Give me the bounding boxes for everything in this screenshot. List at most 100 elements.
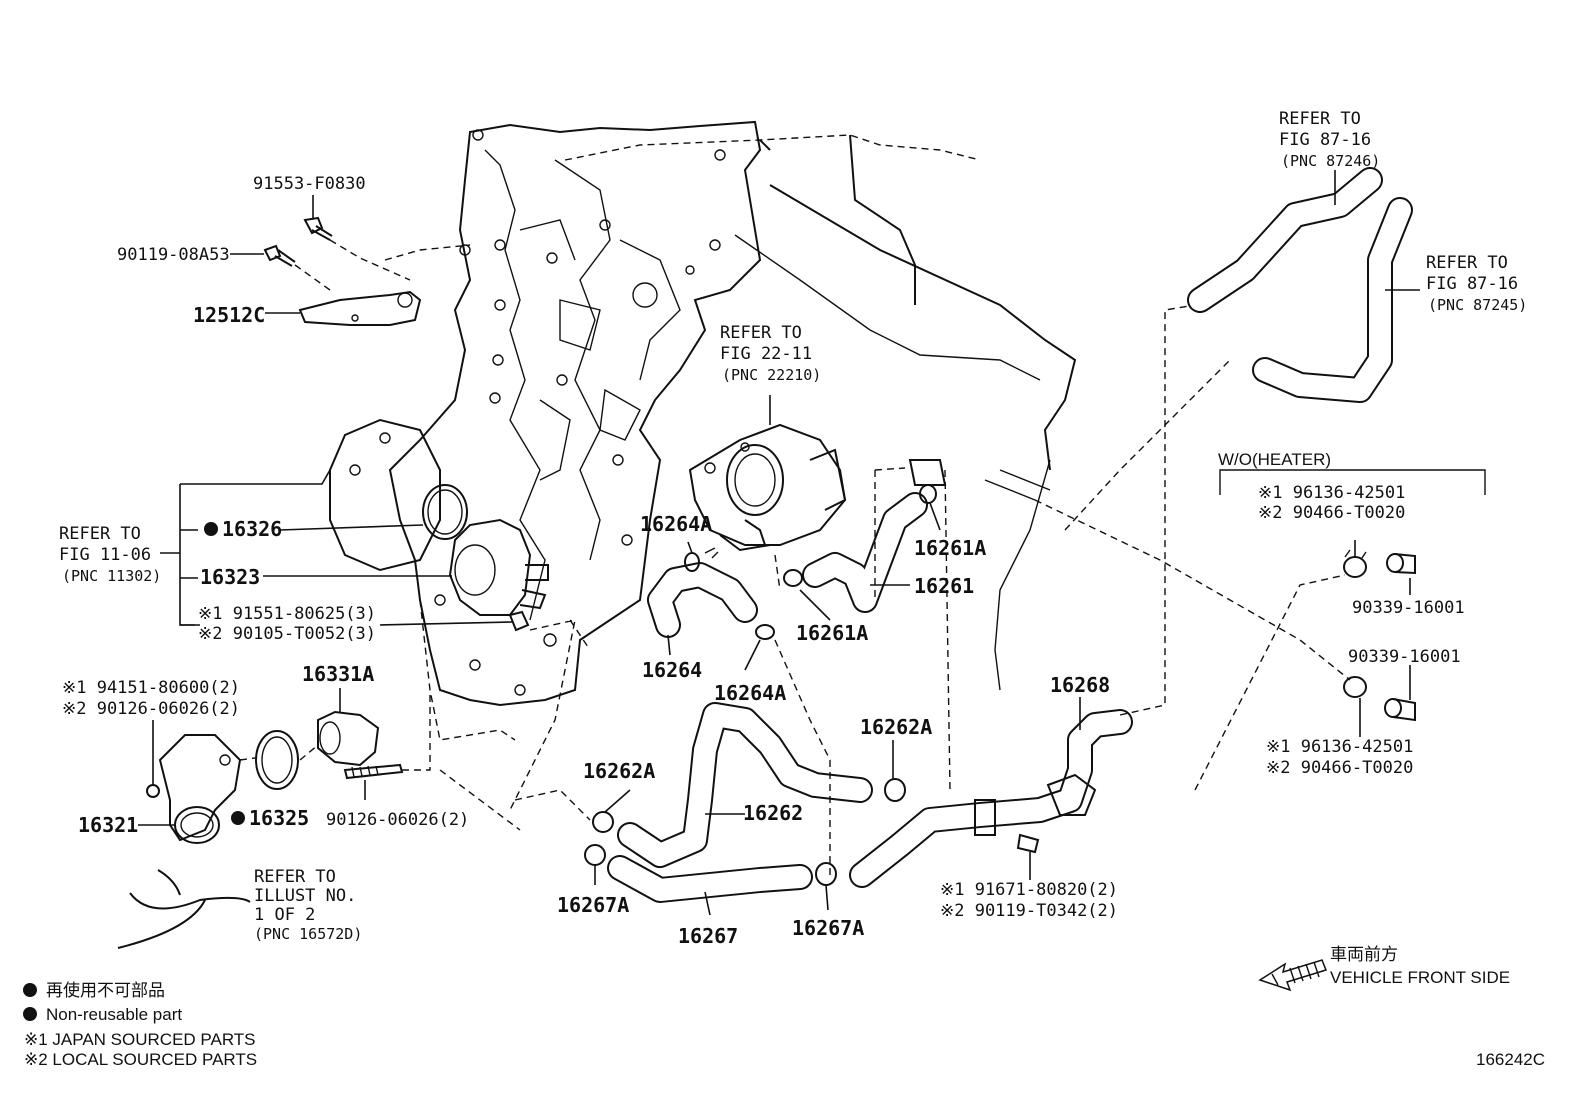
label-90339-top: 90339-16001 xyxy=(1352,598,1465,618)
label-16264: 16264 xyxy=(642,658,702,682)
label-90466-top: ※2 90466-T0020 xyxy=(1258,503,1405,523)
nonreusable-bullet-icon xyxy=(231,811,245,825)
legend-nonreusable-jp: 再使用不可部品 xyxy=(46,980,165,1000)
label-16267: 16267 xyxy=(678,924,738,948)
clamp-16264a-bot xyxy=(755,624,775,640)
ref-fig87b-line1: REFER TO xyxy=(1426,253,1508,273)
label-16261a-mid: 16261A xyxy=(796,621,868,645)
front-label-jp: 車両前方 xyxy=(1330,945,1398,964)
label-90119b: ※2 90119-T0342(2) xyxy=(940,901,1118,921)
nonreusable-bullet-icon xyxy=(23,1007,37,1021)
label-96136-top: ※1 96136-42501 xyxy=(1258,483,1405,503)
ref-fig22-line2: FIG 22-11 xyxy=(720,344,812,364)
engine-block-outline xyxy=(564,134,1351,691)
label-91671: ※1 91671-80820(2) xyxy=(940,880,1118,900)
legend-note1: ※1 JAPAN SOURCED PARTS xyxy=(24,1030,256,1049)
hose-87245 xyxy=(1252,197,1413,403)
hatched-arrow-left-icon xyxy=(1258,959,1327,992)
label-16325: 16325 xyxy=(249,806,309,830)
label-16262: 16262 xyxy=(743,801,803,825)
wo-heater-bracket xyxy=(1219,469,1486,495)
label-12512c: 12512C xyxy=(193,303,265,327)
label-16262a-right: 16262A xyxy=(860,715,932,739)
legend-nonreusable-en: Non-reusable part xyxy=(46,1005,182,1024)
label-90126a: ※2 90126-06026(2) xyxy=(62,699,240,719)
label-16326: 16326 xyxy=(222,517,282,541)
label-90119a: 90119-08A53 xyxy=(117,245,230,265)
nonreusable-bullet-icon xyxy=(23,983,37,997)
leader-lines xyxy=(138,195,1081,916)
labels: 91553-F0830 90119-08A53 12512C REFER TO … xyxy=(59,109,1527,948)
engine-timing-cover xyxy=(329,120,762,707)
clamp-16267a-left xyxy=(584,844,606,866)
water-outlet-16323 xyxy=(448,518,549,616)
label-16262a-left: 16262A xyxy=(583,759,655,783)
clamp-16261a-mid xyxy=(783,569,803,587)
hose-illust-ref xyxy=(117,869,251,949)
legend: 再使用不可部品 Non-reusable part ※1 JAPAN SOURC… xyxy=(23,980,257,1069)
legend-note2: ※2 LOCAL SOURCED PARTS xyxy=(24,1050,257,1069)
label-91551: ※1 91551-80625(3) xyxy=(198,604,376,624)
gasket-16326 xyxy=(422,484,468,540)
label-16331a: 16331A xyxy=(302,662,374,686)
drawing-id: 166242C xyxy=(1476,1050,1545,1069)
bolt-90119 xyxy=(263,244,296,267)
label-16267a-right: 16267A xyxy=(792,916,864,940)
plug-90339-top xyxy=(1386,553,1416,575)
throttle-body xyxy=(688,423,847,552)
gasket-16325 xyxy=(255,730,299,790)
ref-illust-line3: 1 OF 2 xyxy=(254,905,315,925)
label-wo-heater: W/O(HEATER) xyxy=(1218,450,1331,469)
bolt-holes xyxy=(434,129,726,696)
bracket-12512c xyxy=(298,290,422,326)
bolt-91671 xyxy=(1016,833,1040,854)
label-90466-bot: ※2 90466-T0020 xyxy=(1266,758,1413,778)
bolt-91551 xyxy=(508,610,530,632)
label-90339-mid: 90339-16001 xyxy=(1348,647,1461,667)
hose-16267 xyxy=(607,855,813,903)
hose-16264 xyxy=(647,562,758,638)
stud-90126 xyxy=(343,763,404,780)
label-90126b: 90126-06026(2) xyxy=(326,810,469,830)
ref-fig87b-line3: (PNC 87245) xyxy=(1428,296,1527,314)
hose-87246 xyxy=(1187,167,1383,313)
ref-illust-line1: REFER TO xyxy=(254,867,336,887)
label-94151: ※1 94151-80600(2) xyxy=(62,678,240,698)
front-label-en: VEHICLE FRONT SIDE xyxy=(1330,968,1510,987)
ref-fig87b-line2: FIG 87-16 xyxy=(1426,274,1518,294)
water-inlet-16321 xyxy=(158,734,242,844)
hose-16262 xyxy=(617,702,873,868)
label-16264a-bot: 16264A xyxy=(714,681,786,705)
vehicle-front-indicator: 車両前方 VEHICLE FRONT SIDE xyxy=(1258,945,1510,992)
bolt-91553 xyxy=(303,216,333,241)
ref-fig22-line1: REFER TO xyxy=(720,323,802,343)
clamp-16262a-left xyxy=(592,811,614,833)
ref-illust-line2: ILLUST NO. xyxy=(254,886,356,906)
ref-illust-line4: (PNC 16572D) xyxy=(254,925,362,943)
ref-fig87a-line3: (PNC 87246) xyxy=(1281,152,1380,170)
plug-90339-bot xyxy=(1384,698,1416,722)
ref-fig11-line2: FIG 11-06 xyxy=(59,545,151,565)
label-96136-bot: ※1 96136-42501 xyxy=(1266,737,1413,757)
clamp-96136-bot xyxy=(1343,676,1367,698)
ref-fig87a-line2: FIG 87-16 xyxy=(1279,130,1371,150)
pipe-16268 xyxy=(849,709,1133,888)
label-90105: ※2 90105-T0052(3) xyxy=(198,624,376,644)
clamp-16262a-right xyxy=(884,778,906,802)
ref-fig11-line1: REFER TO xyxy=(59,524,141,544)
nonreusable-bullet-icon xyxy=(204,522,218,536)
label-16321: 16321 xyxy=(78,813,138,837)
nut-94151 xyxy=(146,784,160,798)
label-16261: 16261 xyxy=(914,574,974,598)
clamp-16261a-top xyxy=(919,484,937,504)
ref-fig11-line3: (PNC 11302) xyxy=(62,567,161,585)
ref-fig22-line3: (PNC 22210) xyxy=(722,366,821,384)
ref-fig87a-line1: REFER TO xyxy=(1279,109,1361,129)
label-16264a-top: 16264A xyxy=(640,512,712,536)
label-16261a-top: 16261A xyxy=(914,536,986,560)
label-91553: 91553-F0830 xyxy=(253,174,366,194)
clamp-16267a-right xyxy=(815,862,837,886)
label-16267a-left: 16267A xyxy=(557,893,629,917)
label-16323: 16323 xyxy=(200,565,260,589)
